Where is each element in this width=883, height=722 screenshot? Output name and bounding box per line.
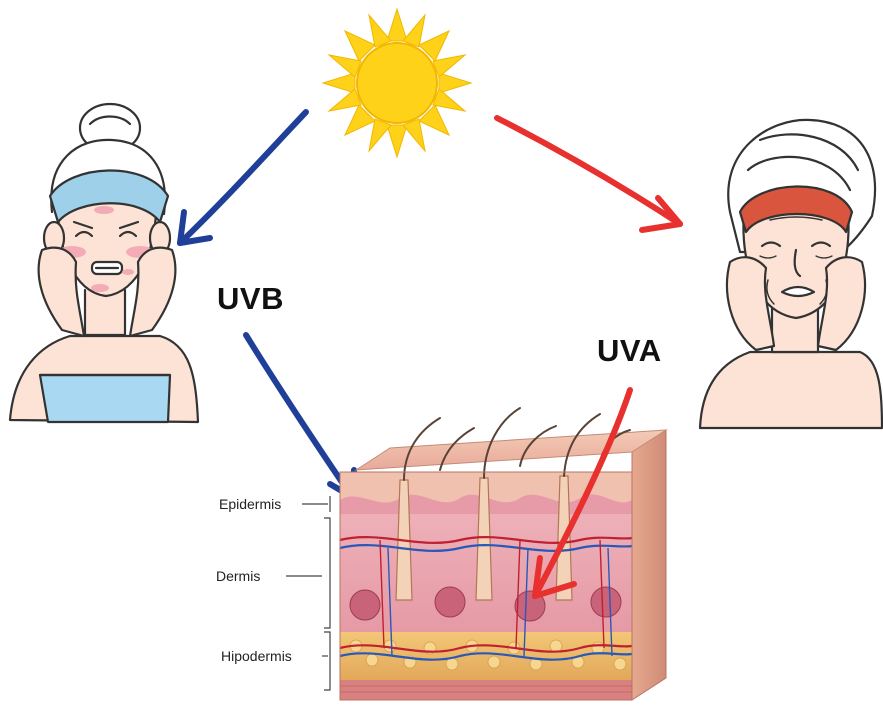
uva-arrow-to-face [497, 118, 680, 230]
aged-woman-illustration [700, 120, 882, 428]
uva-label: UVA [597, 333, 662, 369]
dermis-label: Dermis [216, 568, 260, 584]
skin-cross-section-illustration [340, 408, 666, 700]
uvb-arrow-to-face [180, 112, 306, 243]
uvb-arrow-to-skin [246, 335, 354, 497]
sunburned-woman-illustration [10, 104, 198, 422]
hypodermis-label: Hipodermis [221, 648, 292, 664]
sun-icon [323, 9, 471, 157]
epidermis-label: Epidermis [219, 496, 281, 512]
layer-brackets [286, 496, 330, 690]
uvb-label: UVB [217, 281, 284, 317]
